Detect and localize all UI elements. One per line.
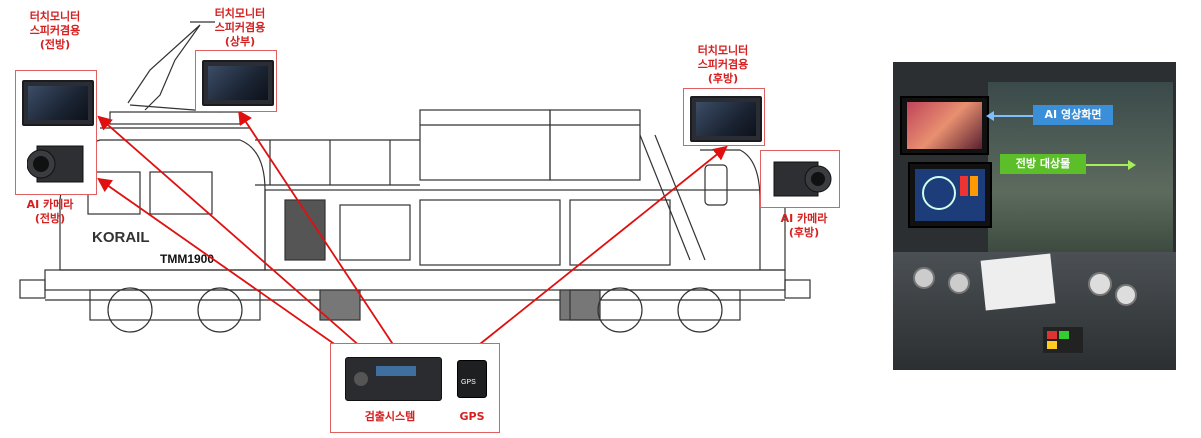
front-camera-label: AI 카메라 (전방) [20,198,80,226]
top-monitor [202,60,274,106]
gps-device-text: GPS [461,379,476,386]
top-monitor-label: 터치모니터 스피커겸용 (상부) [205,7,275,49]
arrow-to-front-camera [97,177,361,363]
front-monitor [22,80,94,126]
gps-device: GPS [457,360,487,398]
arrow-to-front-monitor [97,115,371,356]
front-camera-label-line2: (전방) [34,212,66,225]
loco-model: TMM1900 [160,252,214,266]
front-monitor-label: 터치모니터 스피커겸용 (전방) [20,10,90,52]
rear-camera-label-line2: (후방) [788,226,820,239]
arrow-to-rear-monitor [469,145,728,353]
front-camera-icon [27,145,84,183]
loco-brand: KORAIL [92,229,150,246]
front-object-arrow [1086,160,1136,170]
ai-screen-tag: AI 영상화면 [1033,105,1113,125]
rear-monitor-label: 터치모니터 스피커겸용 (후방) [688,44,758,86]
front-camera-label-line1: AI 카메라 [26,198,74,211]
rear-monitor [690,96,762,142]
rear-camera-label-line1: AI 카메라 [780,212,828,225]
arrow-to-top-monitor [238,109,401,356]
rear-monitor-label-line1: 터치모니터 [697,44,749,57]
front-monitor-label-line3: (전방) [39,38,71,51]
detection-system-device [345,357,442,401]
dashboard-screen [908,162,992,228]
gps-label: GPS [459,410,485,423]
rear-monitor-label-line3: (후방) [707,72,739,85]
top-monitor-label-line1: 터치모니터 [214,7,266,20]
ai-screen-arrow [986,111,1033,121]
front-monitor-label-line2: 스피커겸용 [29,24,81,37]
top-monitor-label-line2: 스피커겸용 [214,21,266,34]
front-monitor-label-line1: 터치모니터 [29,10,81,23]
cab-photo: AI 영상화면 전방 대상물 [893,62,1176,370]
ai-video-screen [900,96,989,155]
top-monitor-label-line3: (상부) [224,35,256,48]
rear-monitor-label-line2: 스피커겸용 [697,58,749,71]
detection-system-label: 검출시스템 [364,410,416,423]
front-object-tag: 전방 대상물 [1000,154,1086,174]
rear-camera-label: AI 카메라 (후방) [770,212,838,240]
rear-camera-icon [773,161,832,197]
